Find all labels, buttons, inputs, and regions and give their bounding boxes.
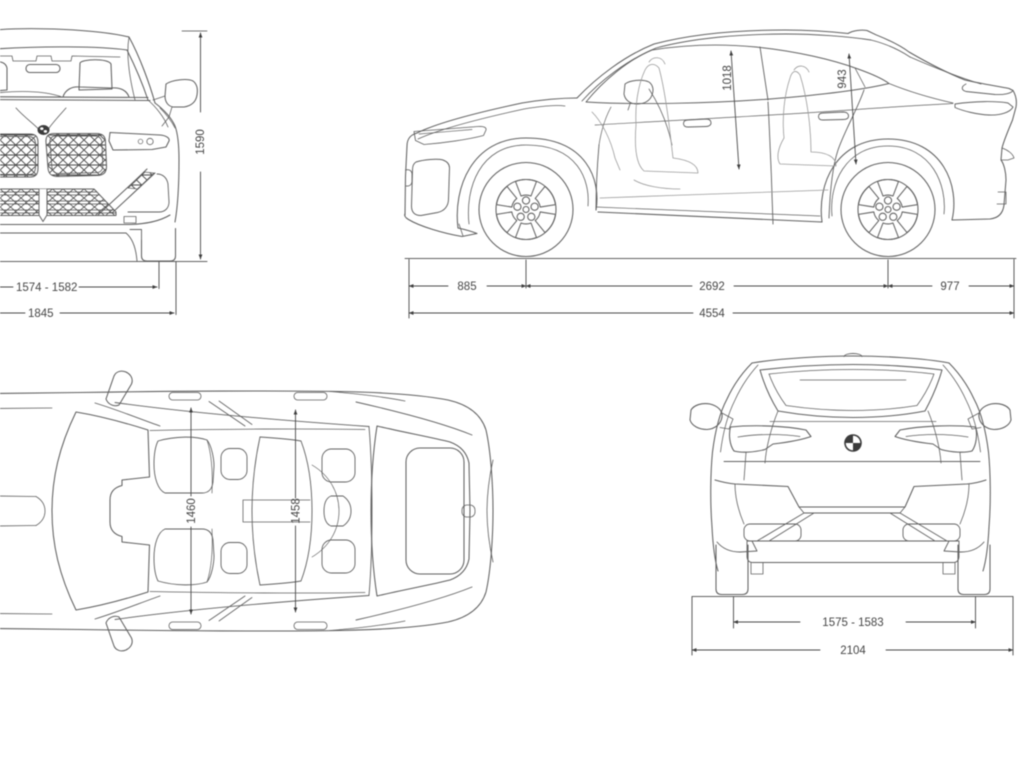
svg-text:977: 977 bbox=[940, 281, 959, 293]
svg-text:1574 - 1582: 1574 - 1582 bbox=[16, 282, 77, 294]
svg-text:4554: 4554 bbox=[699, 308, 725, 320]
svg-text:885: 885 bbox=[457, 281, 476, 293]
svg-text:1018: 1018 bbox=[722, 65, 734, 91]
svg-text:2104: 2104 bbox=[840, 645, 866, 657]
svg-text:1575 - 1583: 1575 - 1583 bbox=[822, 617, 883, 629]
svg-text:1458: 1458 bbox=[291, 498, 303, 524]
svg-text:2692: 2692 bbox=[699, 281, 725, 293]
svg-text:1845: 1845 bbox=[28, 308, 54, 320]
svg-text:1460: 1460 bbox=[186, 498, 198, 524]
svg-text:943: 943 bbox=[837, 69, 849, 88]
svg-text:1590: 1590 bbox=[195, 129, 207, 155]
